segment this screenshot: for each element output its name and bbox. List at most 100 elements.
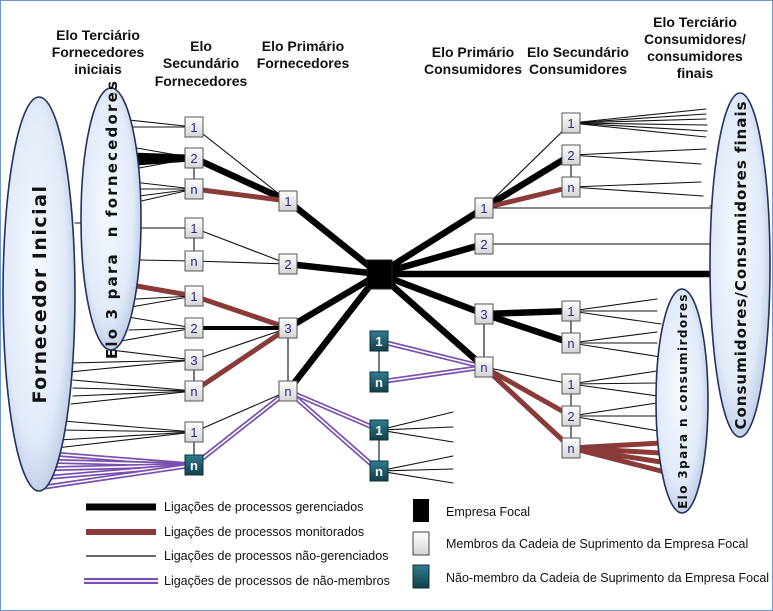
node-label: n — [567, 441, 574, 456]
secondary-consumer-node-box — [561, 176, 581, 198]
node-label: 1 — [375, 334, 382, 349]
node-label: 2 — [284, 257, 291, 272]
secondary-supplier-node-box — [184, 116, 204, 138]
unmanaged-link — [130, 295, 195, 308]
secondary-consumer-node[interactable]: 2 — [561, 144, 581, 166]
focal-company-node[interactable] — [366, 259, 393, 290]
primary-supplier-node[interactable]: n — [278, 380, 298, 402]
secondary-consumer-node[interactable]: 1 — [561, 112, 581, 134]
monitored-link — [191, 186, 291, 204]
tier3-suppliers-label: Elo 3 para n fornecedores — [103, 79, 121, 359]
monitored-link — [128, 282, 197, 299]
non-member-link-gap — [193, 390, 289, 466]
secondary-supplier-node[interactable]: n — [184, 178, 204, 200]
header-line: Secundário — [163, 55, 239, 71]
secondary-supplier-node[interactable]: 1 — [184, 421, 204, 443]
secondary-supplier-node[interactable]: n — [184, 380, 204, 402]
node-label: 2 — [190, 321, 197, 336]
non-member-node-box — [369, 460, 389, 482]
unmanaged-link — [72, 390, 195, 397]
primary-consumer-node-box — [474, 197, 494, 219]
initial-supplier-label: Fornecedor Inicial — [29, 184, 51, 403]
secondary-supplier-node[interactable]: 3 — [184, 349, 204, 371]
secondary-consumer-node[interactable]: n — [561, 437, 581, 459]
primary-supplier-node[interactable]: 1 — [278, 190, 298, 212]
primary-consumer-node[interactable]: 2 — [474, 233, 494, 255]
primary-consumer-node[interactable]: 1 — [474, 197, 494, 219]
unmanaged-link — [570, 181, 702, 188]
nodes: 1 2 n 1 n 1 2 3 n 1 n 1 2 3 n 1 2 3 n 1 2 n 1 n 1 2 n 1 n 1 n — [184, 112, 581, 482]
secondary-consumer-node[interactable]: n — [561, 332, 581, 354]
legend-swatch-non-member-box — [412, 564, 430, 589]
unmanaged-link — [120, 327, 195, 342]
secondary-consumer-node[interactable]: 2 — [561, 405, 581, 427]
node-label: n — [375, 464, 383, 479]
monitored-link — [481, 364, 574, 451]
unmanaged-link — [378, 455, 454, 472]
header-primary-suppliers: Elo Primário Fornecedores — [257, 38, 350, 71]
legend-item-monitored: Ligações de processos monitorados — [86, 525, 364, 539]
non-member-node[interactable]: n — [369, 371, 389, 393]
secondary-consumer-node-box — [561, 332, 581, 354]
header-line: Consumidores/ — [644, 31, 746, 47]
unmanaged-link — [127, 316, 195, 329]
secondary-consumer-node-box — [561, 405, 581, 427]
initial-supplier-ellipse: Fornecedor Inicial — [2, 96, 76, 492]
legend-label: Empresa Focal — [446, 505, 530, 519]
secondary-consumer-node-box — [561, 144, 581, 166]
tier3-consumers-ellipse: Elo 3para n consumirdores — [655, 288, 709, 514]
secondary-consumer-node[interactable]: 1 — [561, 300, 581, 322]
primary-supplier-node[interactable]: 2 — [278, 253, 298, 275]
unmanaged-link — [570, 342, 662, 358]
non-member-node[interactable]: 1 — [369, 419, 389, 441]
header-line: finais — [677, 65, 714, 81]
managed-link — [480, 307, 575, 318]
node-label: n — [190, 384, 197, 399]
secondary-supplier-node[interactable]: 1 — [184, 217, 204, 239]
non-member-node-box — [369, 419, 389, 441]
unmanaged-link — [570, 148, 707, 156]
legend-label: Ligações de processos monitorados — [164, 525, 364, 539]
header-line: Elo — [190, 38, 212, 54]
secondary-supplier-node-box — [184, 147, 204, 169]
secondary-supplier-node[interactable]: n — [184, 454, 204, 476]
managed-link — [284, 260, 383, 278]
legend-swatch-focal — [413, 499, 429, 522]
unmanaged-link — [378, 411, 454, 431]
header-line: Fornecedores — [155, 73, 248, 89]
node-label: 1 — [190, 120, 197, 135]
secondary-supplier-node[interactable]: 1 — [184, 285, 204, 307]
node-label: 1 — [567, 304, 574, 319]
secondary-supplier-node[interactable]: 2 — [184, 147, 204, 169]
managed-link — [480, 151, 575, 212]
managed-link — [284, 270, 383, 395]
secondary-supplier-node-box — [184, 349, 204, 371]
secondary-supplier-node[interactable]: 1 — [184, 116, 204, 138]
non-member-node[interactable]: 1 — [369, 330, 389, 352]
header-line: Elo Primário — [432, 44, 514, 60]
secondary-supplier-node-box — [184, 250, 204, 272]
secondary-supplier-node[interactable]: 2 — [184, 317, 204, 339]
unmanaged-link — [378, 429, 454, 443]
secondary-consumer-node[interactable]: n — [561, 176, 581, 198]
secondary-consumer-node[interactable]: 1 — [561, 373, 581, 395]
primary-consumer-node-box — [474, 233, 494, 255]
non-member-node-box — [369, 371, 389, 393]
primary-supplier-node-box — [278, 190, 298, 212]
unmanaged-link — [193, 227, 289, 265]
legend-label: Ligações de processos gerenciados — [164, 500, 363, 514]
unmanaged-link — [570, 370, 658, 385]
node-label: 2 — [567, 148, 574, 163]
managed-link — [284, 270, 383, 332]
primary-supplier-node[interactable]: 3 — [278, 317, 298, 339]
primary-consumer-node-box — [474, 303, 494, 325]
non-member-link-gap — [378, 340, 485, 368]
secondary-supplier-node[interactable]: n — [184, 250, 204, 272]
legend-label: Membros da Cadeia de Suprimento da Empre… — [446, 537, 748, 551]
header-line: Elo Terciário — [653, 14, 737, 30]
primary-consumer-node[interactable]: 3 — [474, 303, 494, 325]
monitored-link — [481, 184, 574, 211]
unmanaged-link — [110, 349, 195, 361]
primary-consumer-node[interactable]: n — [474, 356, 494, 378]
non-member-node[interactable]: n — [369, 460, 389, 482]
